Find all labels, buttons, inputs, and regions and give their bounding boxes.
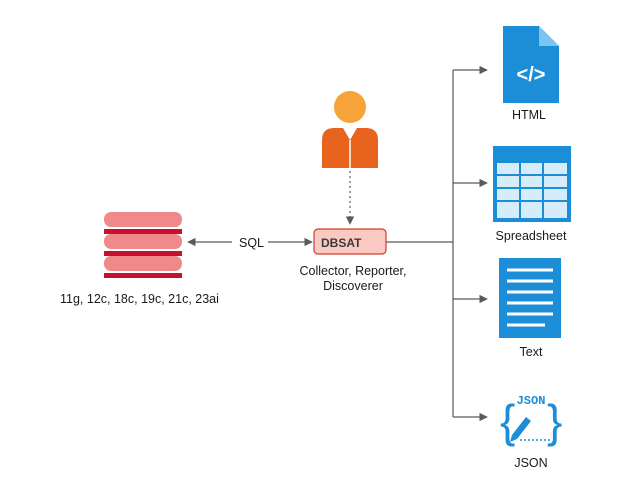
- svg-text:{: {: [500, 395, 515, 447]
- spreadsheet-icon: [493, 146, 571, 222]
- svg-text:}: }: [547, 395, 562, 447]
- dbsat-roles-line1: Collector, Reporter,: [299, 264, 407, 278]
- dbsat-roles-label: Collector, Reporter, Discoverer: [300, 264, 407, 294]
- database-icon: [104, 212, 182, 278]
- dbsat-label: DBSAT: [321, 236, 362, 250]
- text-output-label: Text: [519, 345, 543, 359]
- html-file-icon: </>: [503, 26, 559, 103]
- database-versions-label: 11g, 12c, 18c, 19c, 21c, 23ai: [60, 292, 219, 306]
- json-icon: { } JSON: [500, 394, 562, 447]
- json-output-label: JSON: [514, 456, 548, 470]
- spreadsheet-output-label: Spreadsheet: [495, 229, 567, 243]
- json-icon-glyph: JSON: [517, 394, 546, 408]
- dbsat-roles-line2: Discoverer: [323, 279, 383, 293]
- sql-label: SQL: [239, 236, 265, 250]
- html-icon-glyph: </>: [517, 64, 546, 86]
- user-icon: [322, 91, 378, 168]
- output-connectors: [386, 65, 488, 422]
- text-document-icon: [499, 258, 561, 338]
- html-output-label: HTML: [511, 108, 547, 122]
